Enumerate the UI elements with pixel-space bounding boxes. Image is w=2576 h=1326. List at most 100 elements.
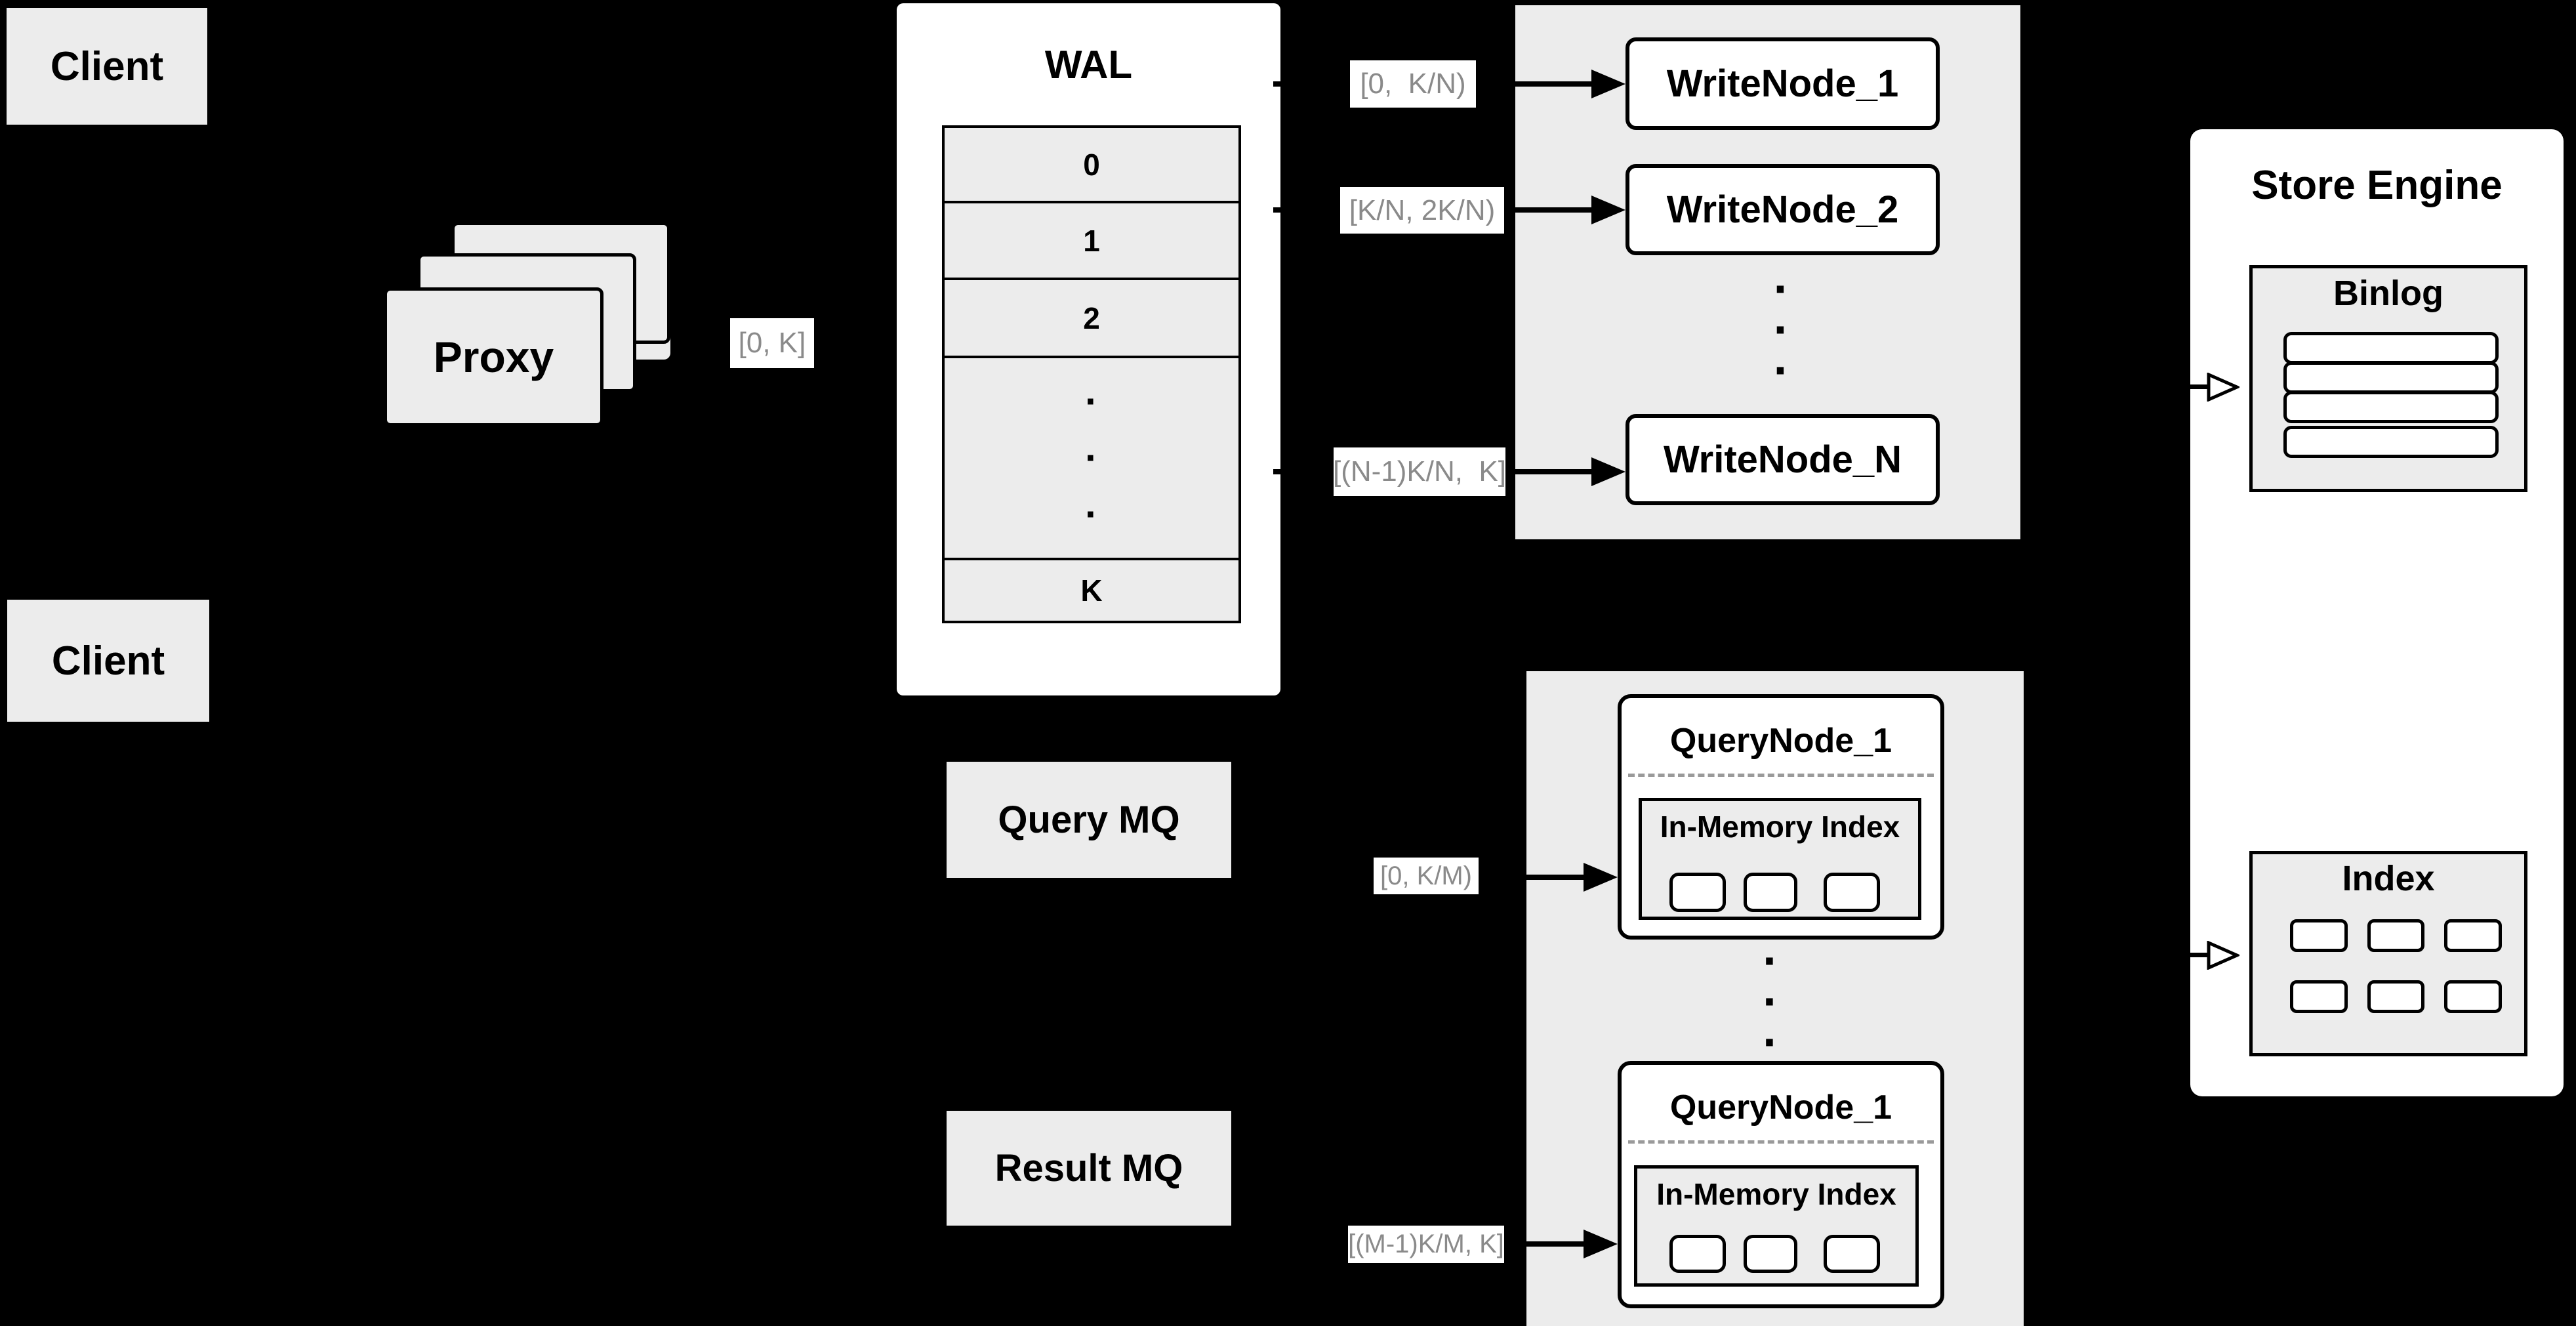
binlog-row [2283, 426, 2499, 458]
ellipsis-dot: · [1773, 343, 1790, 398]
write-node-1: WriteNode_1 [1625, 37, 1940, 130]
query-mq-box: Query MQ [947, 762, 1231, 878]
arrow-head-icon [1591, 70, 1625, 98]
index-cell [2367, 980, 2424, 1013]
binlog-title: Binlog [2249, 273, 2527, 314]
wal-row-0-text: 0 [1083, 147, 1100, 182]
write-node-n: WriteNode_N [1625, 414, 1940, 505]
query-range-label-1: [0, K/M) [1374, 858, 1479, 894]
wal-ellipsis-dot: · [1085, 379, 1098, 423]
segment-cell [1824, 873, 1880, 912]
index-cell [2367, 919, 2424, 952]
write-range-1-text: [0, K/N) [1360, 68, 1466, 100]
index-cell [2444, 919, 2502, 952]
write-range-label-n: [(N-1)K/N, K] [1332, 447, 1507, 496]
segment-cell [1669, 873, 1726, 912]
wal-row-k: K [945, 558, 1238, 621]
wal-ellipsis-dot: · [1085, 436, 1098, 480]
dashed-divider [1628, 1140, 1934, 1144]
client-bottom-label: Client [51, 638, 165, 684]
index-cell [2290, 919, 2348, 952]
connector-tick [1273, 469, 1280, 474]
result-mq-box: Result MQ [947, 1111, 1231, 1226]
write-node-1-label: WriteNode_1 [1666, 62, 1899, 105]
ellipsis-dot: · [1773, 262, 1790, 316]
segment-cell [1744, 873, 1797, 912]
write-node-2: WriteNode_2 [1625, 164, 1940, 255]
ellipsis-dot: · [1763, 1015, 1779, 1069]
query-range-1-text: [0, K/M) [1380, 861, 1473, 890]
in-memory-index-title-2: In-Memory Index [1634, 1176, 1919, 1212]
wal-row-1: 1 [945, 201, 1238, 278]
open-arrow-head-icon [2207, 941, 2239, 970]
proxy-label: Proxy [433, 333, 554, 381]
index-title-text: Index [2342, 859, 2435, 898]
wal-ellipsis-dot: · [1085, 492, 1098, 536]
segment-cell [1744, 1235, 1797, 1273]
wal-row-k-text: K [1080, 573, 1103, 608]
in-memory-index-title-1: In-Memory Index [1639, 808, 1921, 845]
binlog-row [2283, 391, 2499, 423]
dashed-divider [1628, 774, 1934, 777]
binlog-row [2283, 362, 2499, 394]
query-range-2-text: [(M-1)K/M, K] [1348, 1230, 1504, 1258]
connector-tick [1273, 81, 1280, 87]
arrow-line [2190, 953, 2209, 957]
arrow-line [1505, 1241, 1585, 1247]
query-mq-label: Query MQ [998, 798, 1180, 841]
index-cell [2290, 980, 2348, 1013]
arrow-head-icon [1591, 457, 1625, 486]
client-top-label: Client [50, 43, 164, 89]
ellipsis-dot: · [1763, 934, 1779, 988]
write-range-label-1: [0, K/N) [1350, 60, 1476, 108]
index-box [2249, 851, 2527, 1056]
wal-title-text: WAL [1044, 42, 1133, 87]
segment-cell [1669, 1235, 1726, 1273]
proxy-box: Proxy [384, 287, 603, 426]
wal-row-2: 2 [945, 278, 1238, 356]
write-node-ellipsis: · · · [1765, 262, 1799, 398]
wal-row-ellipsis: · · · [945, 356, 1238, 558]
proxy-wal-range-text: [0, K] [738, 327, 806, 359]
write-range-n-text: [(N-1)K/N, K] [1332, 455, 1507, 487]
wal-row-0: 0 [945, 128, 1238, 201]
client-bottom-box: Client [7, 600, 209, 722]
wal-row-2-text: 2 [1083, 300, 1100, 335]
write-node-2-label: WriteNode_2 [1666, 188, 1899, 231]
query-node-1-title-text: QueryNode_1 [1669, 722, 1892, 760]
wal-row-1-text: 1 [1083, 223, 1100, 258]
wal-title: WAL [897, 41, 1280, 88]
write-range-label-2: [K/N, 2K/N) [1340, 187, 1504, 234]
open-arrow-head-icon [2207, 373, 2239, 402]
wal-table: 0 1 2 · · · K [942, 125, 1241, 623]
in-memory-index-2-text: In-Memory Index [1656, 1177, 1896, 1211]
write-range-2-text: [K/N, 2K/N) [1349, 194, 1496, 226]
segment-cell [1824, 1235, 1880, 1273]
query-range-label-2: [(M-1)K/M, K] [1348, 1226, 1504, 1263]
binlog-title-text: Binlog [2333, 274, 2443, 313]
index-title: Index [2249, 858, 2527, 899]
connector-tick [1273, 207, 1280, 213]
query-node-1-title: QueryNode_1 [1618, 719, 1944, 762]
ellipsis-dot: · [1763, 974, 1779, 1029]
arrow-line [1476, 81, 1593, 87]
query-node-2-title: QueryNode_1 [1618, 1086, 1944, 1129]
arrow-head-icon [1584, 863, 1618, 892]
arrow-line [1504, 207, 1593, 213]
ellipsis-dot: · [1773, 302, 1790, 357]
query-node-ellipsis: · · · [1753, 934, 1789, 1069]
client-top-box: Client [7, 8, 207, 125]
arrow-line [2190, 384, 2209, 389]
binlog-row [2283, 332, 2499, 364]
arrow-line [1480, 875, 1585, 880]
proxy-wal-range-label: [0, K] [730, 318, 814, 368]
arrow-line [1505, 469, 1593, 474]
arrow-head-icon [1591, 196, 1625, 224]
store-engine-title-text: Store Engine [2251, 162, 2503, 208]
query-node-2-title-text: QueryNode_1 [1669, 1088, 1892, 1127]
index-cell [2444, 980, 2502, 1013]
write-node-n-label: WriteNode_N [1663, 438, 1902, 481]
result-mq-label: Result MQ [994, 1147, 1183, 1190]
arrow-head-icon [1584, 1230, 1618, 1258]
